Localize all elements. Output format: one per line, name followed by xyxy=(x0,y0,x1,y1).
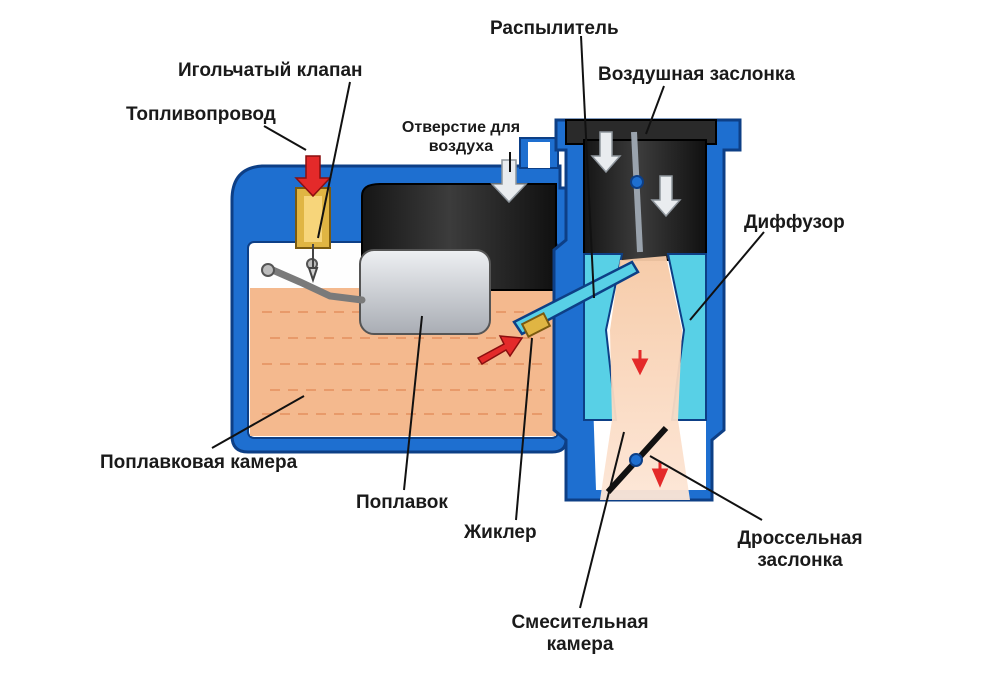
label-mixing-chamber-line1: Смесительная xyxy=(511,612,649,633)
leader-float xyxy=(403,315,423,491)
leader-diffuser xyxy=(689,231,765,321)
leader-choke xyxy=(645,85,665,135)
label-throttle-line2: заслонка xyxy=(757,550,843,571)
label-diffuser: Диффузор xyxy=(744,212,845,233)
jet xyxy=(520,311,552,339)
label-jet: Жиклер xyxy=(464,522,537,543)
label-choke: Воздушная заслонка xyxy=(598,64,795,85)
label-air-hole: Отверстие для воздуха xyxy=(386,118,536,156)
air-inlet-arrow xyxy=(490,159,528,204)
air-flow-arrows xyxy=(590,131,682,218)
leader-atomizer xyxy=(580,35,595,299)
leader-lines xyxy=(211,35,765,609)
leader-jet xyxy=(515,337,533,521)
leader-float-chamber xyxy=(211,395,305,449)
leader-fuel-line xyxy=(263,125,307,151)
choke-plate xyxy=(630,131,644,253)
leader-throttle xyxy=(649,455,763,521)
needle-valve xyxy=(295,187,331,284)
float xyxy=(359,249,491,335)
leader-mixing-chamber xyxy=(579,431,625,609)
label-needle-valve: Игольчатый клапан xyxy=(178,60,363,81)
leader-needle-valve xyxy=(317,81,351,239)
label-float-chamber: Поплавковая камера xyxy=(100,452,298,473)
label-atomizer: Распылитель xyxy=(490,18,619,39)
label-float: Поплавок xyxy=(356,492,448,513)
fuel-inlet-arrow xyxy=(294,155,332,198)
air-hole xyxy=(519,137,559,169)
label-throttle-line1: Дроссельная xyxy=(737,528,863,549)
label-air-hole-line1: Отверстие для xyxy=(401,119,521,136)
fuel-flow-arrow xyxy=(476,335,524,366)
label-fuel-line: Топливопровод xyxy=(126,104,276,125)
label-mixing-chamber-line2: камера xyxy=(546,634,614,655)
label-air-hole-line2: воздуха xyxy=(428,138,494,155)
label-throttle: Дроссельная заслонка xyxy=(716,528,884,572)
throttle-plate xyxy=(605,425,669,495)
label-mixing-chamber: Смесительная камера xyxy=(492,612,668,656)
